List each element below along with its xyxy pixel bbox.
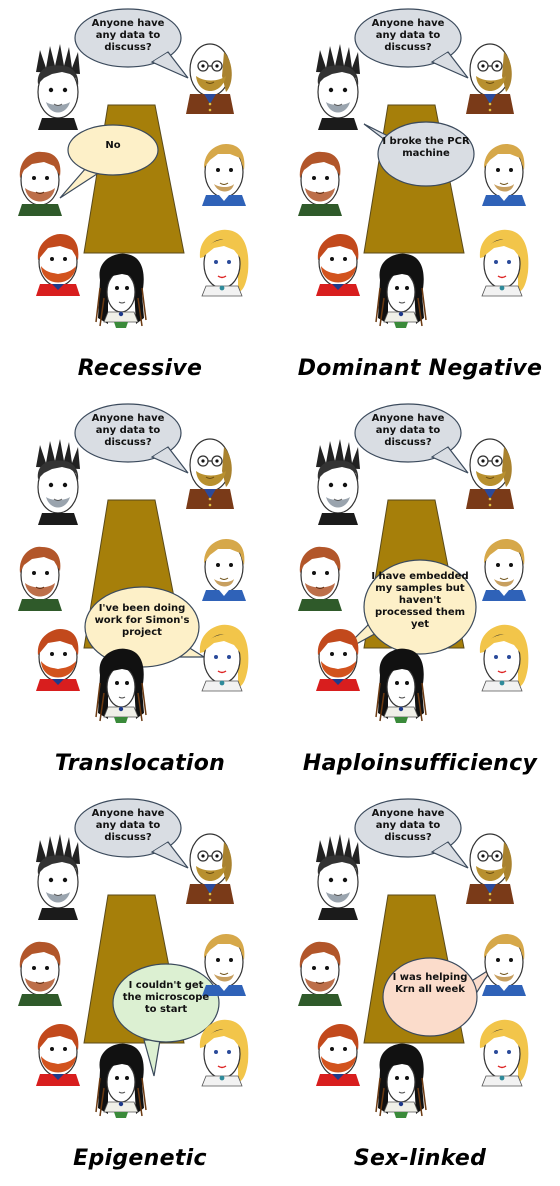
panel-scene [17,8,250,329]
question-text: Anyone have any data to discuss? [91,808,165,843]
panel-scene [17,403,250,724]
spiky-hair-man [35,833,81,921]
comic-panel-recessive: Anyone have any data to discuss? No Rece… [0,0,280,395]
panel-caption: Epigenetic [73,1146,207,1171]
spiky-hair-man [35,438,81,526]
blonde-woman [479,1019,530,1087]
ginger-man [17,546,63,612]
comic-panel-haploinsufficiency: Anyone have any data to discuss? I have … [280,395,560,790]
reply-bubble [363,121,475,187]
question-text: Anyone have any data to discuss? [371,413,445,448]
ginger-man [17,941,63,1007]
blonde-man [481,538,527,602]
spiky-hair-man [315,438,361,526]
question-bubble [354,8,469,79]
red-bearded-man [35,233,81,297]
dark-haired-woman [95,1042,147,1119]
bearded-pi [185,43,235,115]
comic-panel-translocation: Anyone have any data to discuss? I've be… [0,395,280,790]
panel-caption: Dominant Negative [297,356,543,381]
reply-text: No [105,140,121,151]
panel-scene [297,8,530,329]
panel-scene [17,798,250,1119]
comic-panel-epigenetic: Anyone have any data to discuss? I could… [0,790,280,1185]
blonde-man [481,933,527,997]
panel-caption: Recessive [77,356,203,381]
dark-haired-woman [95,647,147,724]
spiky-hair-man [35,43,81,131]
question-text: Anyone have any data to discuss? [91,413,165,448]
question-text: Anyone have any data to discuss? [91,18,165,53]
reply-text: I broke the PCR machine [382,136,470,159]
question-bubble [74,8,189,79]
bearded-pi [185,833,235,905]
blonde-woman [479,229,530,297]
ginger-man [297,941,343,1007]
blonde-woman [199,229,250,297]
reply-text: I was helping Krn all week [392,972,468,995]
question-bubble [74,798,189,869]
blonde-man [201,143,247,207]
bearded-pi [465,833,515,905]
spiky-hair-man [315,43,361,131]
question-bubble [74,403,189,474]
reply-bubble [59,124,159,199]
panel-scene [297,798,530,1119]
red-bearded-man [35,628,81,692]
blonde-man [481,143,527,207]
ginger-man [297,546,343,612]
dark-haired-woman [375,647,427,724]
reply-text: I have embedded my samples but haven't p… [371,571,469,630]
blonde-woman [479,624,530,692]
reply-text: I couldn't get the microscope to start [122,980,210,1015]
question-text: Anyone have any data to discuss? [371,18,445,53]
question-text: Anyone have any data to discuss? [371,808,445,843]
blonde-woman [199,1019,250,1087]
bearded-pi [465,43,515,115]
blonde-man [201,538,247,602]
comic-panel-sex-linked: Anyone have any data to discuss? I was h… [280,790,560,1185]
panel-caption: Translocation [54,751,226,776]
dark-haired-woman [375,1042,427,1119]
ginger-man [17,151,63,217]
reply-text: I've been doing work for Simon's project [94,603,190,638]
question-bubble [354,403,469,474]
bearded-pi [465,438,515,510]
blonde-woman [199,624,250,692]
reply-bubble [112,963,220,1077]
reply-bubble [84,586,207,668]
comic-panel-dominant-negative: Anyone have any data to discuss? I broke… [280,0,560,395]
question-bubble [354,798,469,869]
red-bearded-man [315,628,361,692]
red-bearded-man [315,233,361,297]
dark-haired-woman [95,252,147,329]
reply-bubble [382,957,493,1037]
red-bearded-man [315,1023,361,1087]
spiky-hair-man [315,833,361,921]
panel-caption: Haploinsufficiency [302,751,538,776]
panel-caption: Sex-linked [353,1146,487,1171]
red-bearded-man [35,1023,81,1087]
dark-haired-woman [375,252,427,329]
panel-scene [297,403,530,724]
bearded-pi [185,438,235,510]
ginger-man [297,151,343,217]
